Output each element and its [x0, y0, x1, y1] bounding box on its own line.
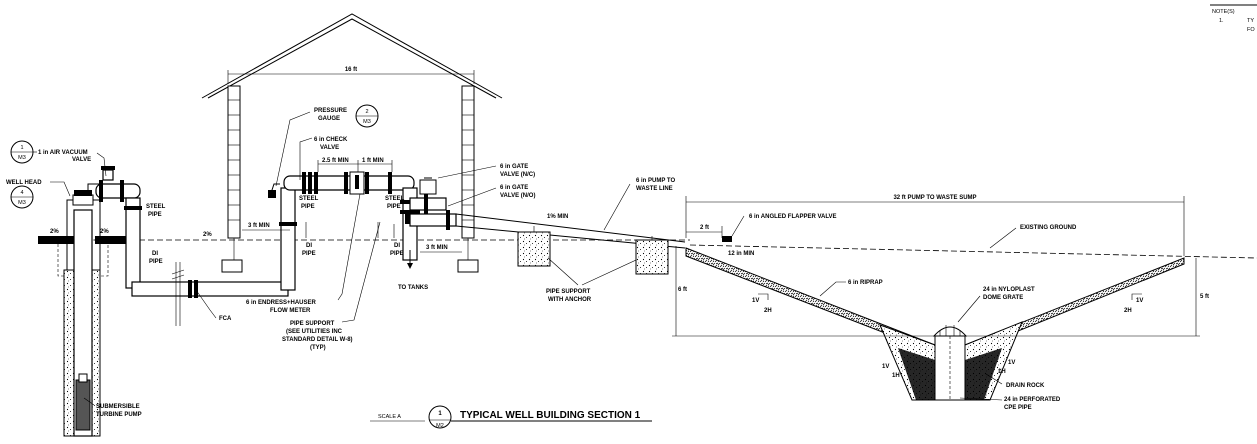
label-steel-pipe-mid-2: PIPE — [301, 204, 315, 210]
title-scale: SCALE A — [378, 414, 401, 420]
label-pump-to-waste: 6 in PUMP TO — [636, 178, 675, 184]
notes-item-text-2: FO — [1247, 27, 1255, 33]
label-flow-meter-2: FLOW METER — [270, 308, 311, 314]
label-di-pipe-mid-2: PIPE — [302, 251, 316, 257]
label-submersible-2: TURBINE PUMP — [96, 412, 142, 418]
label-slope-l-h: 2H — [764, 308, 772, 314]
label-existing-ground: EXISTING GROUND — [1020, 225, 1077, 231]
well-casing — [57, 199, 109, 437]
notes-block: NOTE(S) 1. TY FO — [1210, 4, 1257, 33]
ground-line — [38, 236, 1257, 259]
label-gate-no: 6 in GATE — [500, 185, 528, 191]
label-slope-r-v: 1V — [1136, 298, 1143, 304]
label-air-vacuum-2: VALVE — [72, 157, 91, 163]
label-steel-pipe-right: STEEL — [385, 196, 405, 202]
callout-gauge-number: 2 — [365, 109, 368, 115]
label-slope-l-v: 1V — [752, 298, 759, 304]
title-sheet: M2 — [436, 423, 444, 429]
label-pipe-support: PIPE SUPPORT — [290, 321, 335, 327]
label-to-tanks: TO TANKS — [398, 285, 428, 291]
label-steel-pipe-mid: STEEL — [299, 196, 319, 202]
label-slope-ir-h: 1H — [998, 369, 1006, 375]
callout-pressure-gauge: 2 M3 — [355, 104, 379, 128]
building-piping — [268, 171, 686, 291]
label-fca: FCA — [219, 316, 232, 322]
label-pipe-support-2: (SEE UTILITIES INC — [286, 329, 343, 335]
label-dim-3ft-left: 3 ft MIN — [248, 223, 270, 229]
label-well-head: WELL HEAD — [6, 180, 42, 186]
well-building — [201, 13, 503, 273]
waste-sump — [672, 196, 1200, 401]
label-di-pipe-right-2: PIPE — [390, 251, 404, 257]
label-dim-6ft: 6 ft — [678, 287, 687, 293]
label-grate-2: DOME GRATE — [983, 295, 1023, 301]
building-dimensions — [242, 160, 462, 253]
label-submersible: SUBMERSIBLE — [96, 404, 140, 410]
label-dim-12in: 12 in MIN — [728, 251, 754, 257]
label-di-pipe-mid: DI — [306, 243, 312, 249]
well-discharge-piping — [72, 166, 289, 326]
callout-air-vac-sheet: M3 — [18, 155, 26, 161]
leader-lines — [50, 111, 1017, 406]
label-flow-meter: 6 in ENDRESS+HAUSER — [246, 300, 317, 306]
label-slope-mid: 2% — [203, 232, 212, 238]
label-pressure-gauge: PRESSURE — [314, 108, 347, 114]
label-pump-to-waste-2: WASTE LINE — [636, 186, 673, 192]
label-di-pipe-left-2: PIPE — [149, 259, 163, 265]
notes-item-text: TY — [1247, 18, 1254, 24]
label-slope-1pct: 1% MIN — [547, 214, 568, 220]
label-slope-ir-v: 1V — [1008, 360, 1015, 366]
label-sump-dim: 32 ft PUMP TO WASTE SUMP — [893, 195, 976, 201]
label-drain-rock: DRAIN ROCK — [1006, 383, 1045, 389]
label-dim-3ft-right: 3 ft MIN — [426, 245, 448, 251]
label-gate-nc: 6 in GATE — [500, 164, 528, 170]
label-gate-nc-2: VALVE (N/C) — [500, 172, 535, 178]
label-building-width: 16 ft — [345, 67, 357, 73]
label-air-vacuum: 1 in AIR VACUUM — [38, 150, 88, 156]
notes-header: NOTE(S) — [1212, 9, 1235, 15]
label-slope-il-v: 1V — [882, 364, 889, 370]
label-pipe-support-3: STANDARD DETAIL W-8) — [282, 337, 353, 343]
title-detail-number: 1 — [438, 411, 442, 417]
label-pipe-support-anchor: PIPE SUPPORT — [546, 289, 591, 295]
callout-gauge-sheet: M3 — [363, 119, 371, 125]
label-steel-pipe-left: STEEL — [146, 204, 166, 210]
pipe-supports — [517, 226, 669, 275]
notes-item-number: 1. — [1219, 18, 1224, 24]
label-perf-pipe-2: CPE PIPE — [1004, 405, 1032, 411]
callout-well-head-sheet: M3 — [18, 200, 26, 206]
label-riprap: 6 in RIPRAP — [848, 280, 883, 286]
callout-air-vac-number: 1 — [20, 145, 23, 151]
label-dim-5ft: 5 ft — [1200, 294, 1209, 300]
label-dim-2-5ft: 2.5 ft MIN — [322, 158, 349, 164]
label-slope-r-h: 2H — [1124, 308, 1132, 314]
label-dim-2ft: 2 ft — [700, 225, 709, 231]
label-dim-1ft: 1 ft MIN — [362, 158, 384, 164]
label-check-valve-2: VALVE — [320, 145, 339, 151]
callout-well-head: 4 M3 — [10, 185, 34, 209]
label-grate: 24 in NYLOPLAST — [983, 287, 1035, 293]
label-pressure-gauge-2: GAUGE — [318, 116, 340, 122]
label-di-pipe-right: DI — [394, 243, 400, 249]
label-pipe-support-anchor-2: WITH ANCHOR — [548, 297, 592, 303]
label-slope-left: 2% — [50, 229, 59, 235]
drawing-labels: 1 in AIR VACUUM VALVE WELL HEAD 2% 2% 2%… — [6, 67, 1209, 418]
drawing-title: SCALE A 1 M2 TYPICAL WELL BUILDING SECTI… — [370, 405, 652, 429]
callout-air-vac: 1 M3 — [10, 140, 37, 164]
label-check-valve: 6 in CHECK — [314, 137, 348, 143]
callout-well-head-number: 4 — [20, 190, 23, 196]
label-slope-right: 2% — [100, 229, 109, 235]
label-di-pipe-left: DI — [152, 251, 158, 257]
label-flapper: 6 in ANGLED FLAPPER VALVE — [749, 214, 837, 220]
label-slope-il-h: 1H — [892, 373, 900, 379]
label-pipe-support-4: (TYP) — [310, 345, 326, 351]
label-perf-pipe: 24 in PERFORATED — [1004, 397, 1061, 403]
label-steel-pipe-right-2: PIPE — [387, 204, 401, 210]
title-text: TYPICAL WELL BUILDING SECTION 1 — [460, 410, 641, 421]
label-steel-pipe-left-2: PIPE — [148, 212, 162, 218]
label-gate-no-2: VALVE (N/O) — [500, 193, 535, 199]
